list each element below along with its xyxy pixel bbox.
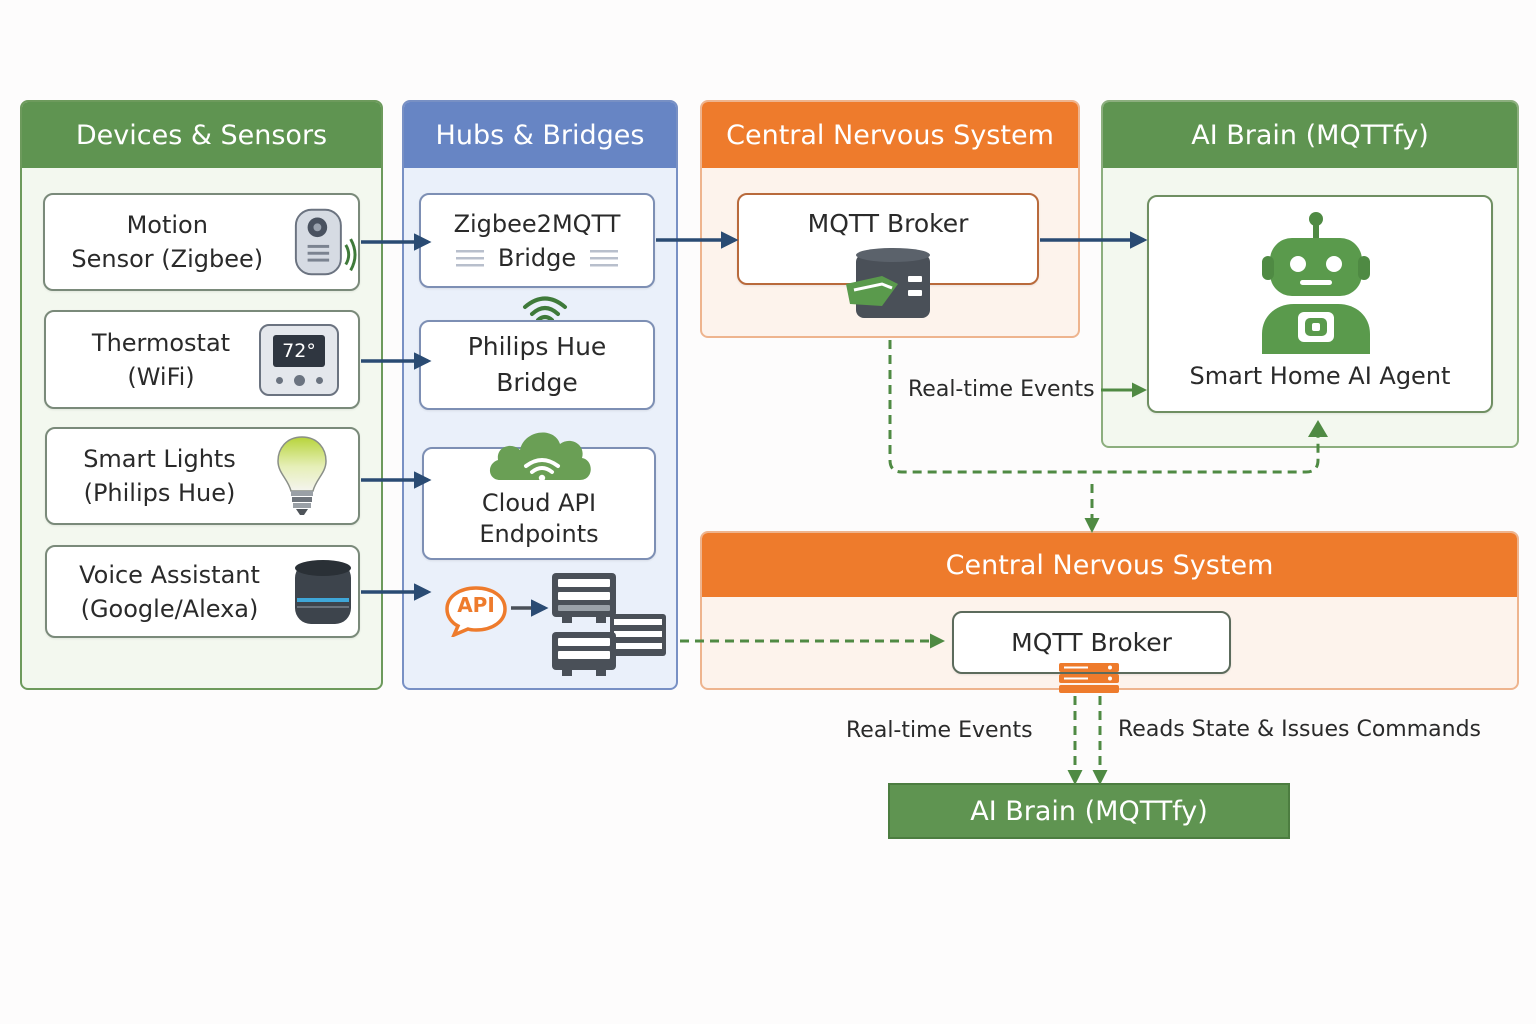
database-icon <box>846 248 930 318</box>
device-label-line1: Voice Assistant <box>79 560 260 589</box>
server-stack-icon <box>1059 663 1119 693</box>
realtime-events-label-top: Real-time Events <box>908 377 1095 402</box>
hub-label-line2: Endpoints <box>479 519 599 548</box>
device-label-line2: (Google/Alexa) <box>80 594 259 623</box>
cns-lower-header: Central Nervous System <box>702 533 1517 597</box>
device-label-line2: (Philips Hue) <box>83 479 236 507</box>
device-label-line2: (WiFi) <box>127 362 195 391</box>
hub-label-line1: Cloud API <box>481 488 597 517</box>
thermostat-icon: 72° <box>259 324 339 396</box>
ai-brain-column-header: AI Brain (MQTTfy) <box>1103 102 1517 168</box>
ai-agent-label: Smart Home AI Agent <box>1189 362 1451 390</box>
hubs-column-header: Hubs & Bridges <box>404 102 676 168</box>
hub-label-line1: Zigbee2MQTT <box>453 209 621 238</box>
lines-icon <box>590 249 619 266</box>
smart-speaker-icon <box>295 559 351 624</box>
mqtt-broker-lower-card[interactable]: MQTT Broker <box>952 611 1231 674</box>
cloud-icon <box>489 432 591 482</box>
device-label-line1: Motion <box>126 211 208 239</box>
thermostat-display: 72° <box>273 335 325 367</box>
api-badge-icon: API <box>444 585 508 637</box>
hub-label-line1: Philips Hue <box>467 332 607 361</box>
reads-state-label: Reads State & Issues Commands <box>1118 717 1481 742</box>
hub-label-line2: Bridge <box>497 243 577 272</box>
lines-icon <box>455 249 484 266</box>
device-card-smart-lights[interactable]: Smart Lights (Philips Hue) <box>45 427 360 525</box>
robot-icon <box>1262 212 1370 354</box>
cns-column-header: Central Nervous System <box>702 102 1078 168</box>
hub-card-zigbee2mqtt[interactable]: Zigbee2MQTT Bridge <box>419 193 655 288</box>
device-label-line1: Thermostat <box>91 328 231 357</box>
devices-column-header: Devices & Sensors <box>22 102 381 168</box>
server-rack-icon <box>552 573 666 676</box>
realtime-events-label-lower: Real-time Events <box>846 718 1033 743</box>
light-bulb-icon <box>277 436 327 515</box>
hub-card-philips-hue-bridge[interactable]: Philips Hue Bridge <box>419 320 655 410</box>
ai-brain-lower-box[interactable]: AI Brain (MQTTfy) <box>888 783 1290 839</box>
motion-sensor-icon <box>294 208 357 276</box>
device-label-line1: Smart Lights <box>83 445 236 473</box>
device-label-line2: Sensor (Zigbee) <box>71 245 264 273</box>
device-card-motion-sensor[interactable]: Motion Sensor (Zigbee) <box>43 193 360 291</box>
device-card-thermostat[interactable]: Thermostat (WiFi) 72° <box>44 310 360 409</box>
hub-label-line2: Bridge <box>496 368 578 397</box>
device-card-voice-assistant[interactable]: Voice Assistant (Google/Alexa) <box>45 545 360 638</box>
mqtt-broker-lower-label: MQTT Broker <box>1011 627 1172 657</box>
mqtt-broker-label: MQTT Broker <box>807 209 969 238</box>
